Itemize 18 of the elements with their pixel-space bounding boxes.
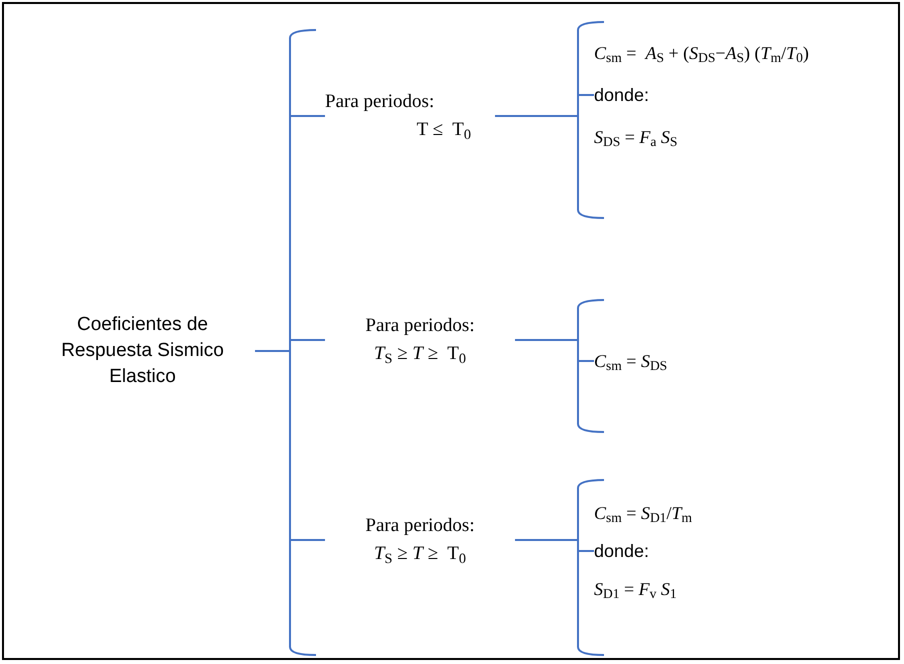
- label-text: T ≤ T$_{0}$: [416, 118, 472, 144]
- formula: C$_{sm}$ = A$_{S}$ + (S$_{DS}$−A$_{S}$) (T$_{m}$/T$_{0}$): [594, 42, 810, 66]
- note-text: donde:: [594, 540, 650, 563]
- label-text: Para periodos:: [364, 314, 476, 338]
- label-text: Para periodos:: [325, 90, 436, 114]
- formula: S$_{DS}$ = F$_{a}$ S$_{S}$: [594, 126, 678, 150]
- formula: C$_{sm}$ = S$_{D1}$/T$_{m}$: [594, 502, 693, 526]
- connector-line: [515, 539, 594, 552]
- note-text: donde:: [594, 84, 650, 107]
- label-text: T$_{S}$ ≥ T ≥ T$_{0}$: [372, 542, 468, 568]
- formula: C$_{sm}$ = S$_{DS}$: [594, 350, 668, 374]
- connector-line: [515, 339, 594, 362]
- formula: S$_{D1}$ = F$_{v}$ S$_{1}$: [594, 578, 678, 602]
- connector-line: [255, 350, 325, 541]
- label-text: T$_{S}$ ≥ T ≥ T$_{0}$: [372, 342, 468, 368]
- label-text: Para periodos:: [364, 514, 476, 538]
- label-text: Coeficientes de Respuesta Sismico Elastico: [60, 313, 225, 389]
- connector-line: [495, 94, 594, 117]
